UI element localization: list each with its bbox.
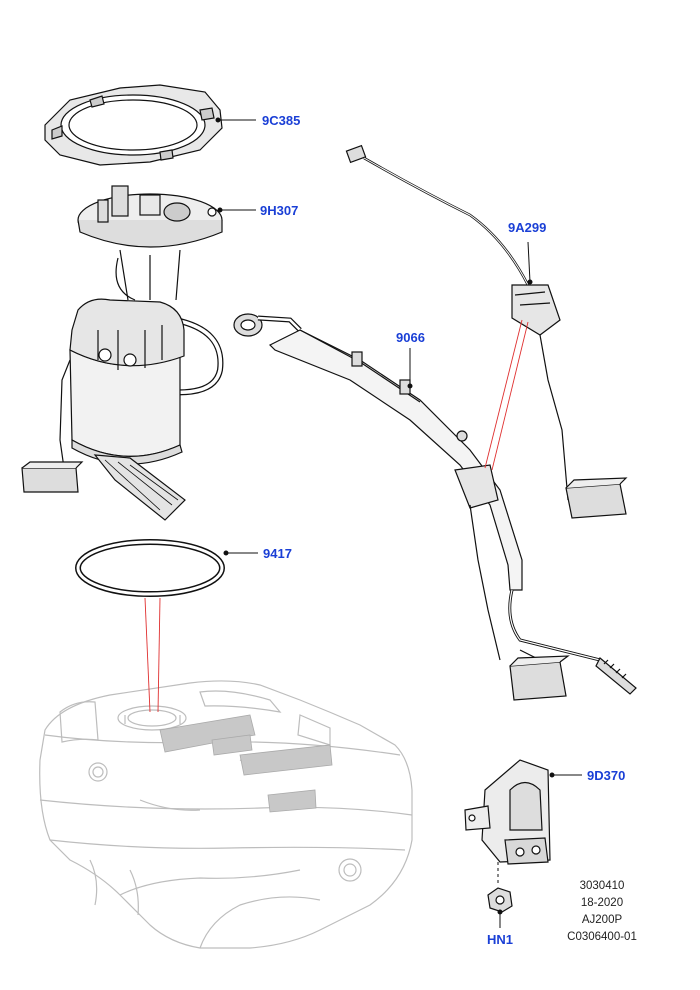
ref-line-4: C0306400-01 bbox=[567, 931, 637, 943]
tank-labels bbox=[159, 714, 333, 813]
fuel-line-harness[interactable] bbox=[233, 313, 637, 701]
fuel-pump-control-module[interactable] bbox=[464, 759, 551, 865]
callout-9d370[interactable]: 9D370 bbox=[587, 768, 626, 783]
fuel-level-sender[interactable] bbox=[345, 144, 628, 519]
callout-9h307[interactable]: 9H307 bbox=[260, 203, 299, 218]
callout-9a299[interactable]: 9A299 bbox=[508, 220, 547, 235]
locking-ring[interactable] bbox=[44, 84, 223, 166]
ref-line-1: 3030410 bbox=[579, 880, 625, 892]
callout-9066[interactable]: 9066 bbox=[396, 330, 425, 345]
callout-hn1[interactable]: HN1 bbox=[487, 932, 514, 947]
callout-leaders bbox=[215, 117, 582, 928]
callout-9417[interactable]: 9417 bbox=[263, 546, 292, 561]
ref-line-2: 18-2020 bbox=[580, 897, 624, 909]
illustration-reference: 3030410 18-2020 AJ200P C0306400-01 bbox=[562, 878, 642, 946]
assembly-leaders bbox=[144, 319, 529, 713]
seal-ring[interactable] bbox=[75, 539, 225, 597]
nut[interactable] bbox=[487, 887, 513, 913]
ref-line-3: AJ200P bbox=[581, 914, 623, 926]
fuel-pump-assembly[interactable] bbox=[21, 185, 224, 521]
callout-9c385[interactable]: 9C385 bbox=[262, 113, 301, 128]
